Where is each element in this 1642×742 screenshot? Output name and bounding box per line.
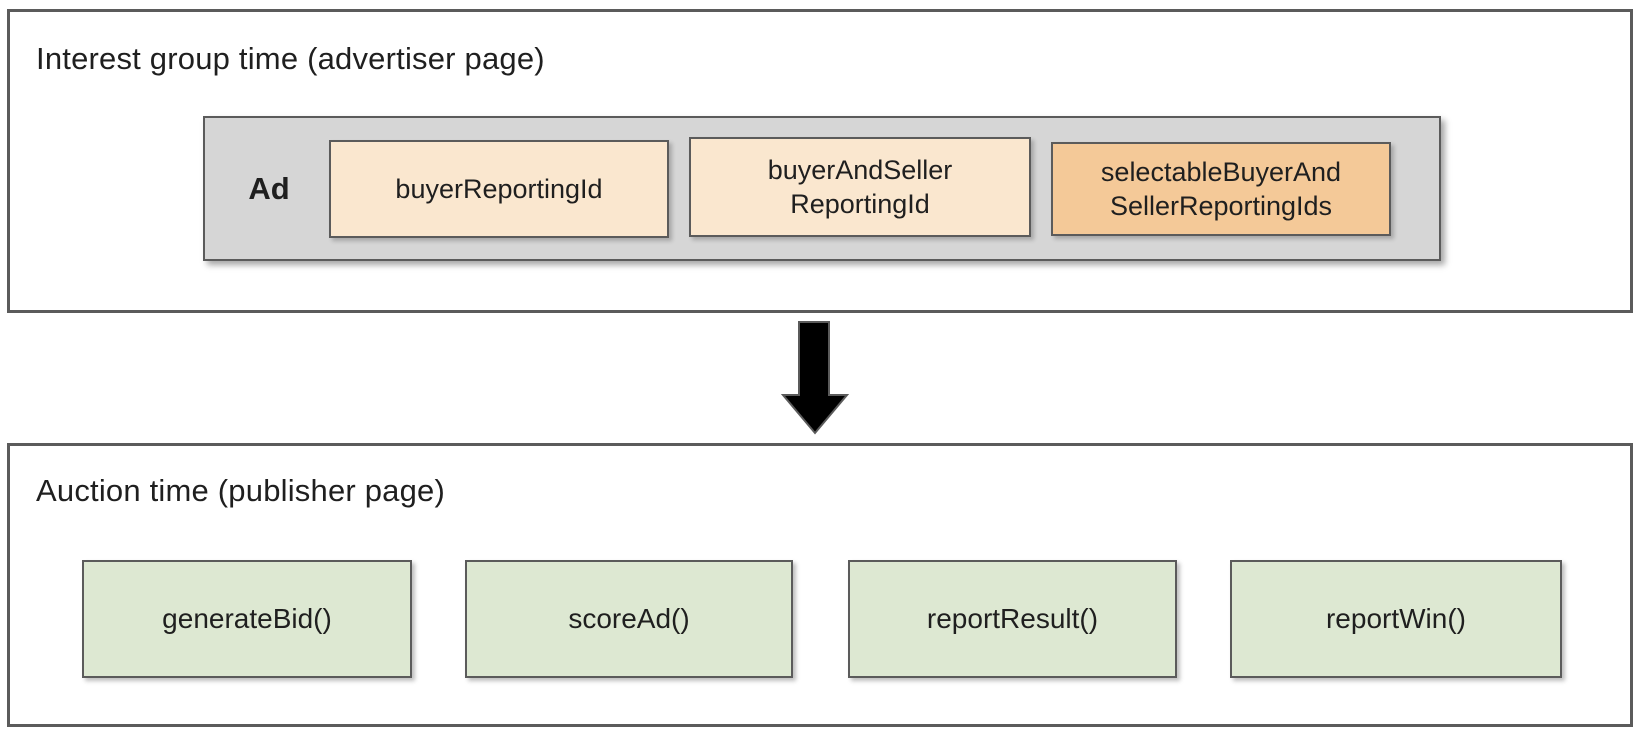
- function-report-result: reportResult(): [848, 560, 1177, 678]
- function-generate-bid: generateBid(): [82, 560, 412, 678]
- field-buyer-and-seller-reporting-id: buyerAndSeller ReportingId: [689, 137, 1031, 237]
- field-label-line: buyerAndSeller: [767, 155, 953, 185]
- ad-label: Ad: [248, 170, 290, 206]
- function-label: reportWin(): [1325, 603, 1466, 634]
- function-label: reportResult(): [926, 603, 1099, 634]
- ad-container: Ad buyerReportingId buyerAndSeller Repor…: [203, 116, 1441, 261]
- down-arrow-icon: [780, 321, 850, 435]
- function-label: scoreAd(): [568, 603, 690, 634]
- interest-group-section: Interest group time (advertiser page) Ad…: [7, 9, 1633, 313]
- auction-title: Auction time (publisher page): [36, 473, 446, 508]
- function-report-win: reportWin(): [1230, 560, 1562, 678]
- field-label-line: buyerReportingId: [395, 174, 603, 204]
- interest-group-title: Interest group time (advertiser page): [36, 41, 545, 76]
- field-buyer-reporting-id: buyerReportingId: [329, 140, 669, 238]
- function-score-ad: scoreAd(): [465, 560, 793, 678]
- field-label-line: ReportingId: [790, 189, 930, 219]
- function-label: generateBid(): [162, 603, 332, 634]
- field-label-line: selectableBuyerAnd: [1100, 157, 1342, 187]
- field-label-line: SellerReportingIds: [1109, 191, 1333, 221]
- field-selectable-buyer-and-seller-reporting-ids: selectableBuyerAnd SellerReportingIds: [1051, 142, 1391, 236]
